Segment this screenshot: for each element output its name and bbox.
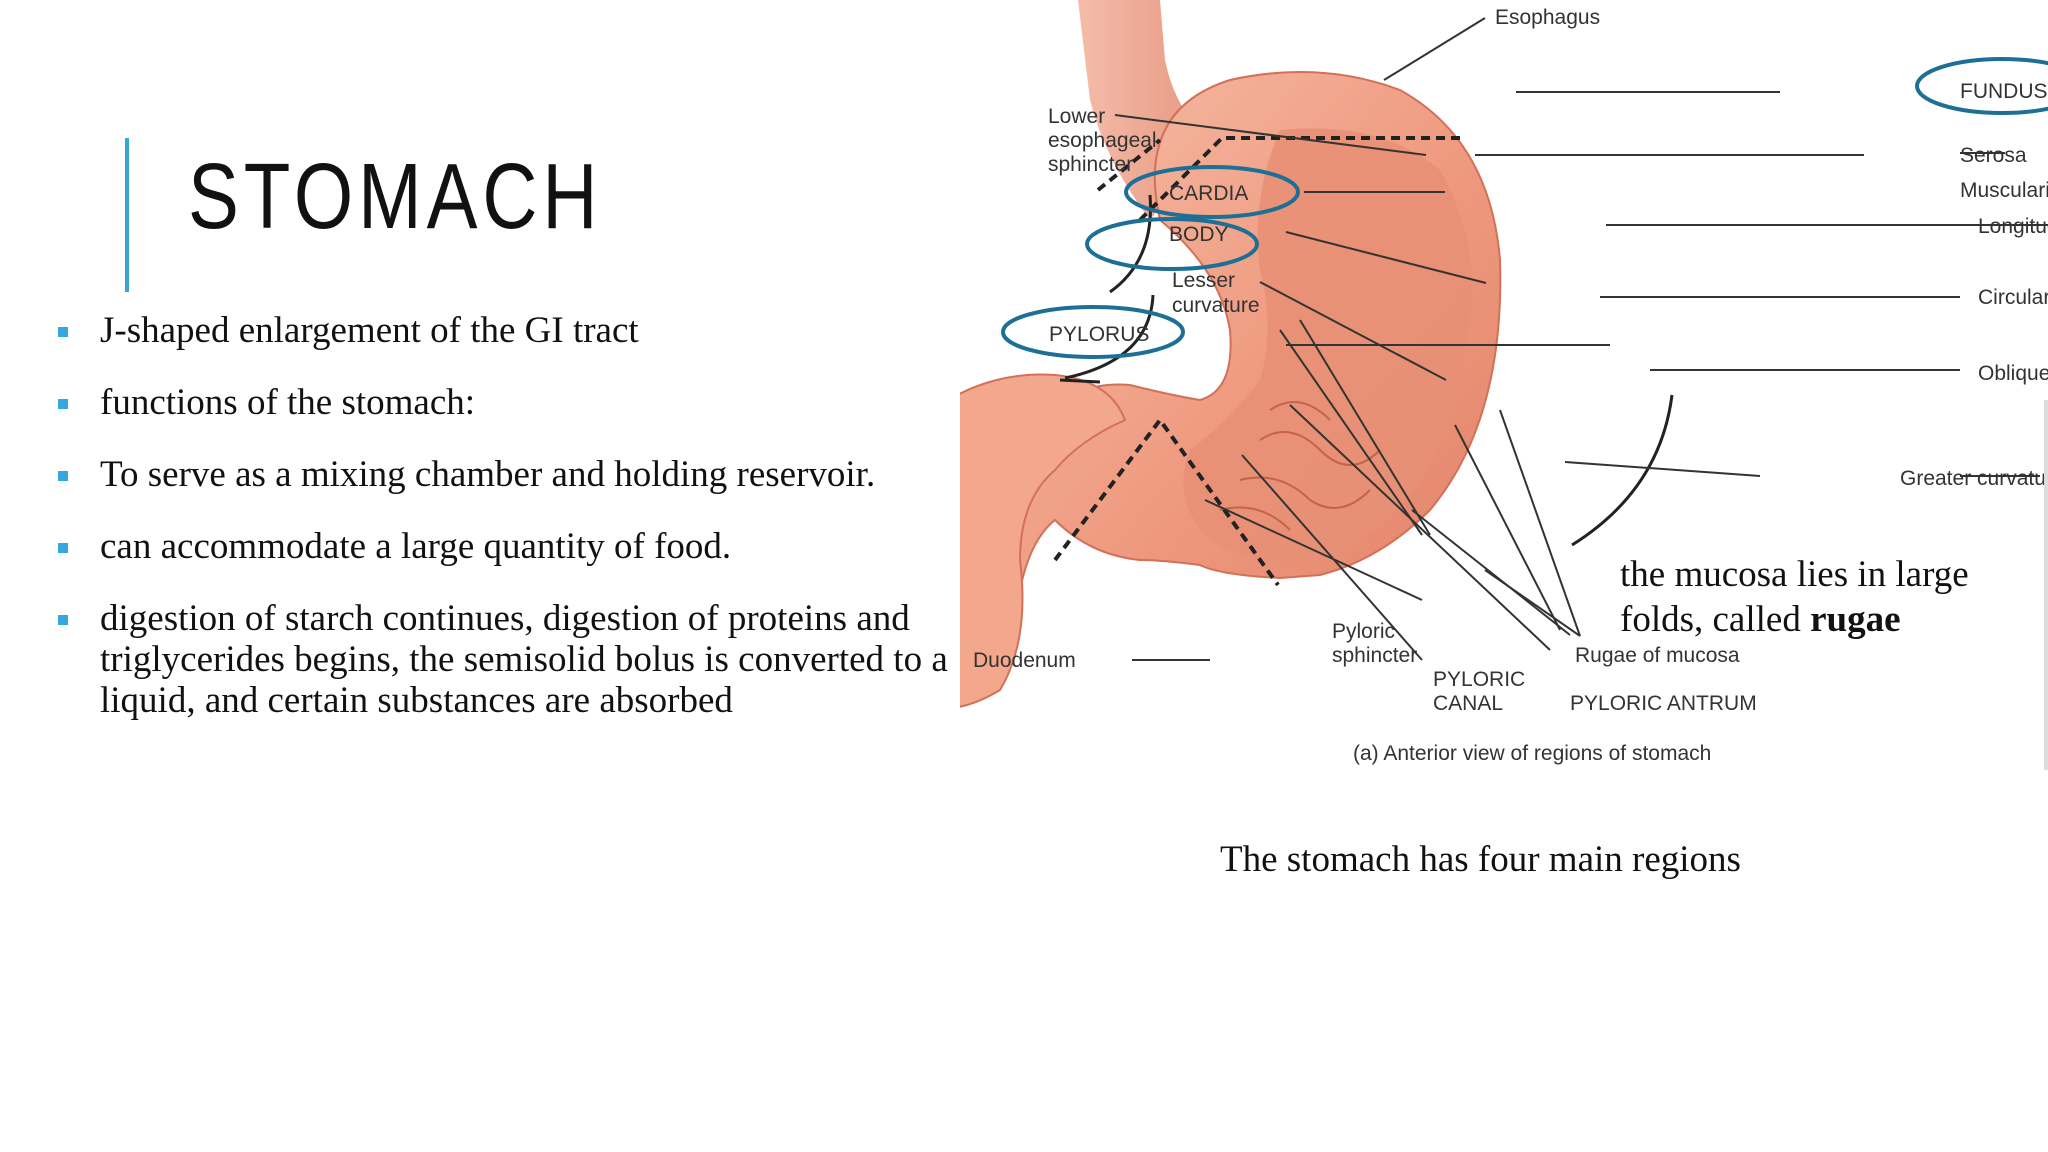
label-pyloric-canal-1: PYLORIC [1433, 668, 1525, 691]
body-circle [1085, 217, 1259, 271]
label-les-3: sphincter [1048, 153, 1133, 176]
bullet-square-icon [58, 471, 68, 481]
cardia-circle [1124, 165, 1300, 219]
scrollbar[interactable] [2044, 400, 2048, 770]
bullet-square-icon [58, 399, 68, 409]
dashed-cardia-line [1138, 136, 1460, 222]
stomach-illustration: Esophagus FUNDUS Lower esophageal sphinc… [960, 0, 2048, 765]
bullet-square-icon [58, 615, 68, 625]
list-item: functions of the stomach: [58, 382, 958, 423]
duodenum-shape [960, 373, 1127, 708]
label-circular: Circular layer [1978, 286, 2048, 309]
fundus-circle [1915, 57, 2048, 115]
stomach-diagram: Esophagus FUNDUS Lower esophageal sphinc… [960, 0, 2048, 890]
label-les-2: esophageal [1048, 129, 1157, 152]
leader-lines [1114, 17, 2048, 661]
bullet-square-icon [58, 327, 68, 337]
label-muscularis: Muscularis: [1960, 179, 2048, 202]
rugae-note: the mucosa lies in large folds, called r… [1620, 554, 1969, 640]
greater-curvature-arc [1571, 394, 1674, 547]
label-rugae: Rugae of mucosa [1575, 644, 1740, 667]
rugae-folds [1219, 401, 1381, 531]
label-longitudinal: Longitudinal layer [1978, 215, 2048, 238]
list-item: J-shaped enlargement of the GI tract [58, 310, 958, 351]
label-duodenum: Duodenum [973, 649, 1076, 672]
list-item: To serve as a mixing chamber and holding… [58, 454, 958, 495]
label-fundus: FUNDUS [1960, 80, 2048, 103]
label-greater: Greater curvature [1900, 467, 2048, 490]
lesser-curvature-arc [1064, 294, 1155, 380]
label-lesser-2: curvature [1172, 294, 1260, 317]
pylorus-circle [1001, 305, 1185, 359]
title-accent-bar [125, 138, 129, 292]
bullet-square-icon [58, 543, 68, 553]
label-pylorus: PYLORUS [1049, 323, 1149, 346]
dashed-cardia-line-2 [1096, 138, 1162, 192]
bullet-list: J-shaped enlargement of the GI tract fun… [58, 310, 958, 752]
page-title: STOMACH [188, 144, 603, 248]
list-item: can accommodate a large quantity of food… [58, 526, 958, 567]
label-cardia: CARDIA [1169, 182, 1248, 205]
label-pyloric-sph-2: sphincter [1332, 644, 1417, 667]
label-les-1: Lower [1048, 105, 1105, 128]
bottom-caption: The stomach has four main regions [1220, 839, 1741, 880]
label-lesser-1: Lesser [1172, 269, 1235, 292]
label-oblique: Oblique layer [1978, 362, 2048, 385]
label-body: BODY [1169, 223, 1229, 246]
label-pyloric-sph-1: Pyloric [1332, 620, 1395, 643]
label-serosa: Serosa [1960, 144, 2027, 167]
diagram-caption: (a) Anterior view of regions of stomach [1353, 742, 1711, 765]
label-esophagus: Esophagus [1495, 6, 1600, 29]
label-pyloric-antrum: PYLORIC ANTRUM [1570, 692, 1757, 715]
label-pyloric-canal-2: CANAL [1433, 692, 1503, 715]
list-item: digestion of starch continues, digestion… [58, 598, 958, 721]
